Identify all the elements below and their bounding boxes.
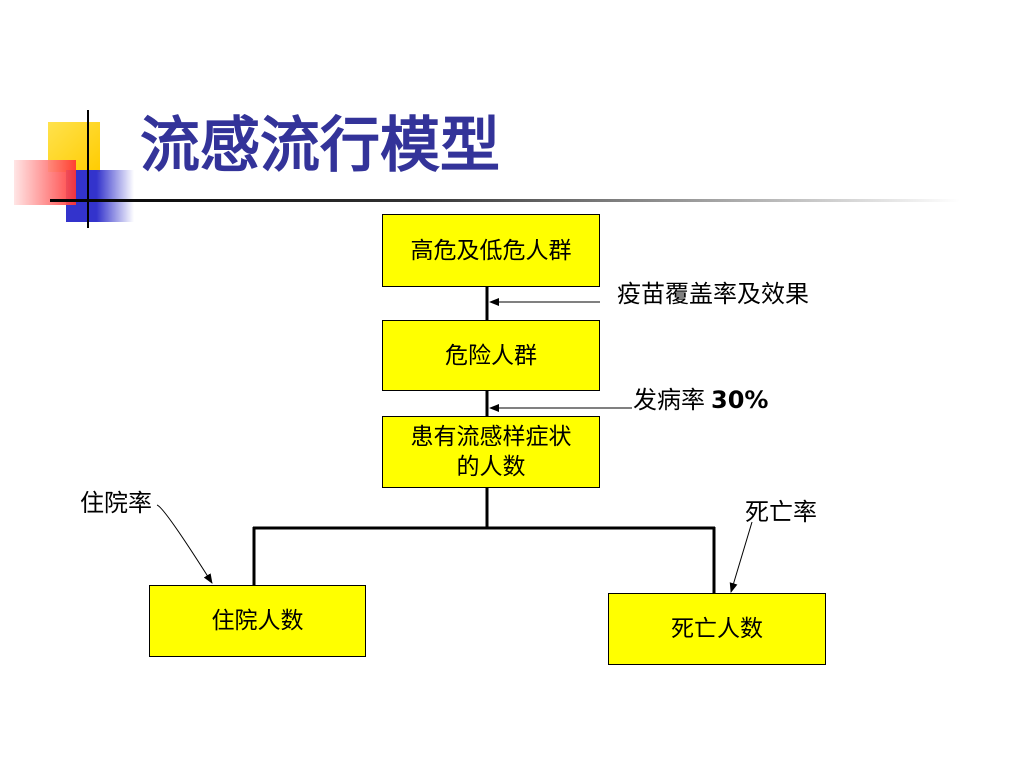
label-incidence-value: 30% — [711, 386, 769, 414]
label-mortality-rate: 死亡率 — [745, 498, 817, 526]
node-at-risk-population: 危险人群 — [382, 320, 600, 391]
decor-blue-square — [66, 170, 134, 222]
node-label: 高危及低危人群 — [410, 237, 572, 264]
node-label: 住院人数 — [211, 608, 304, 634]
node-ili-cases: 患有流感样症状 的人数 — [382, 416, 600, 488]
label-incidence-text: 发病率 — [633, 386, 705, 414]
node-label-line: 患有流感样症状 — [410, 424, 572, 450]
label-vaccine-coverage: 疫苗覆盖率及效果 — [617, 280, 809, 308]
slide-title: 流感流行模型 — [140, 111, 500, 181]
node-high-low-risk-population: 高危及低危人群 — [382, 214, 600, 287]
node-label: 死亡人数 — [671, 616, 763, 642]
node-label-line: 的人数 — [456, 454, 526, 480]
node-hospitalized: 住院人数 — [149, 585, 366, 657]
arrow-hospitalization-rate — [156, 504, 213, 584]
decor-red-square — [14, 160, 76, 205]
title-underline-rule — [50, 199, 960, 202]
node-deaths: 死亡人数 — [608, 593, 826, 665]
decor-vertical-rule — [87, 110, 89, 228]
label-hospitalization-rate: 住院率 — [80, 489, 152, 517]
node-label: 危险人群 — [445, 342, 537, 369]
arrow-mortality-rate — [729, 521, 753, 593]
